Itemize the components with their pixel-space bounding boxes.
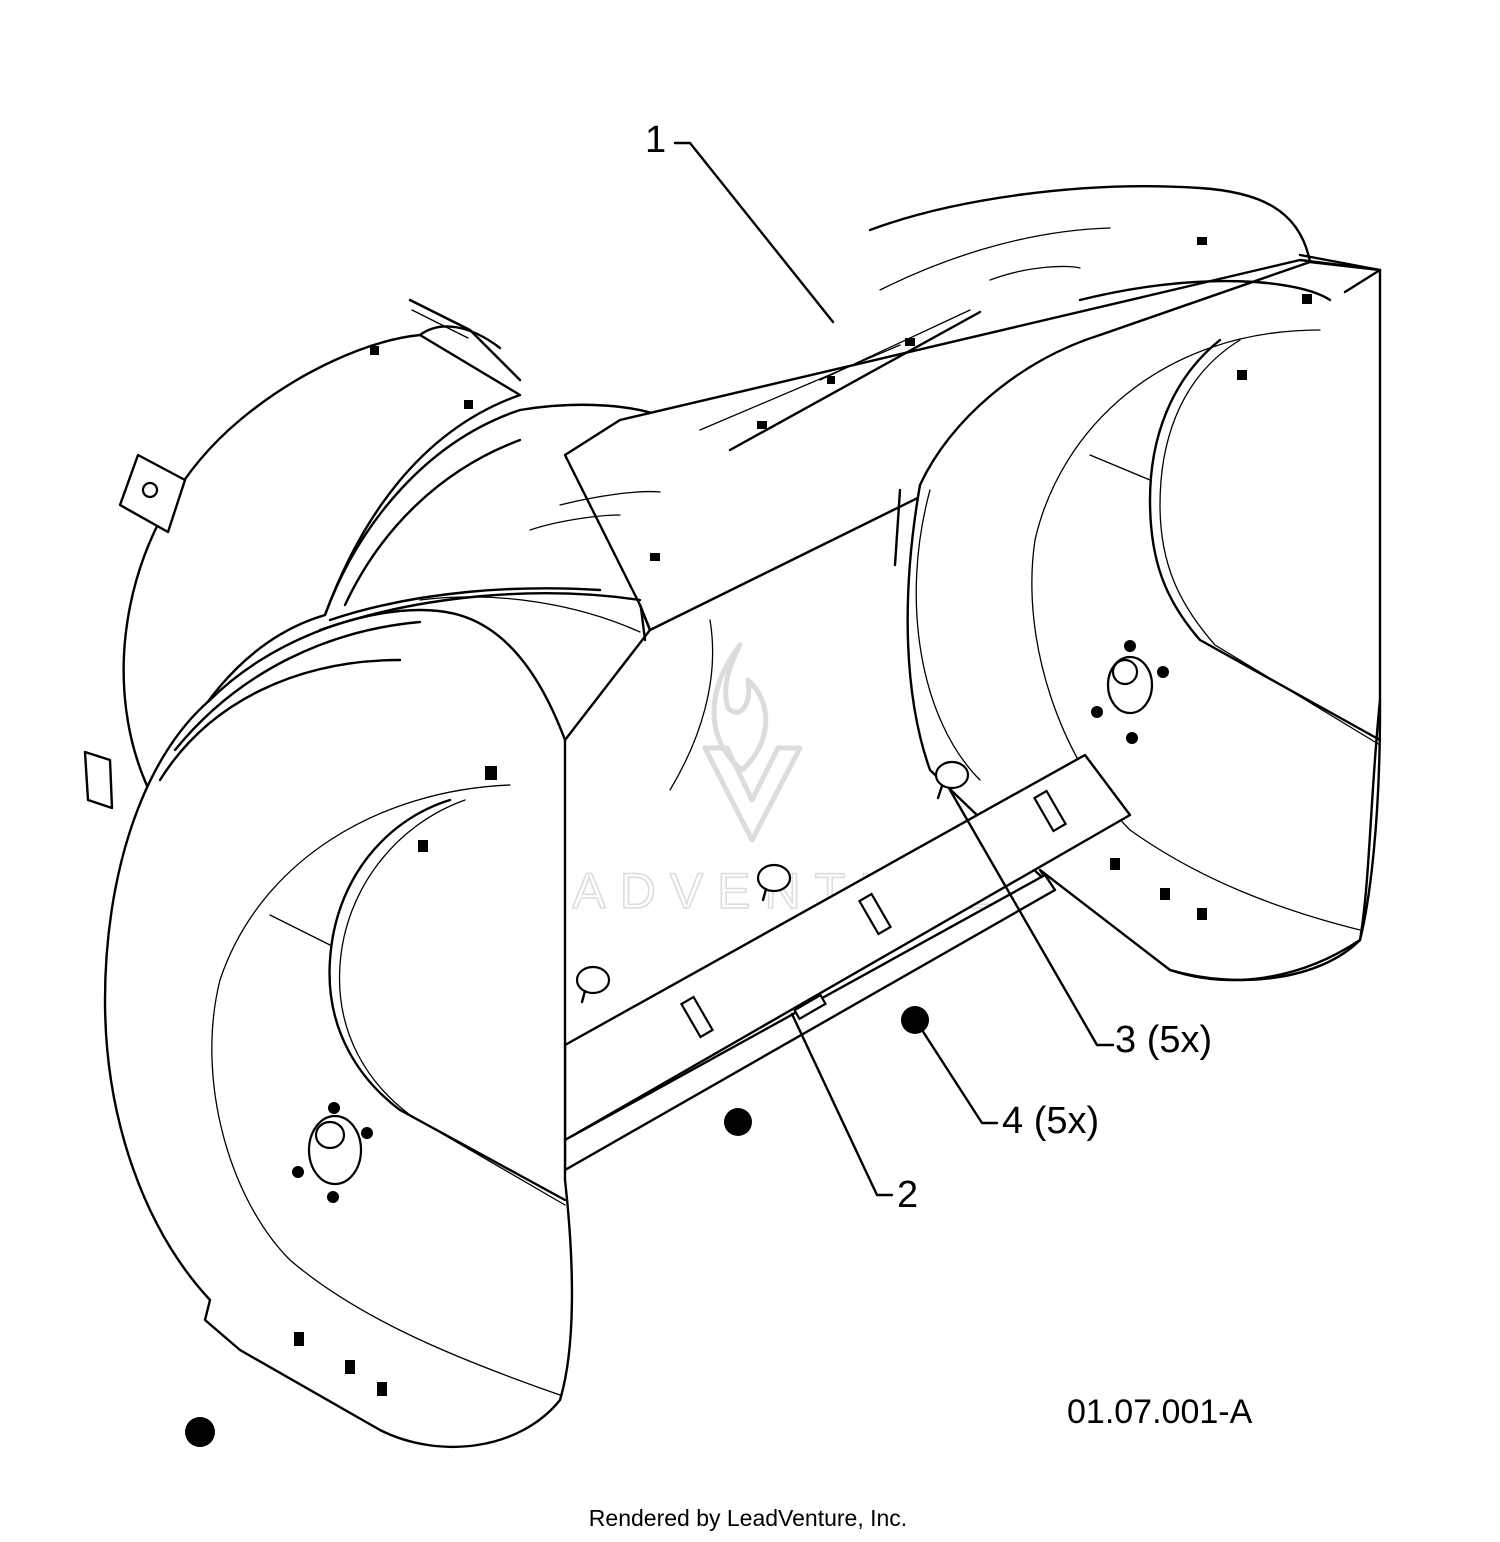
- nut: [724, 1108, 752, 1136]
- leader-3: [948, 788, 1115, 1047]
- nut: [901, 1006, 929, 1034]
- front-housing: [103, 587, 652, 1448]
- figure-reference: 01.07.001-A: [1067, 1393, 1253, 1431]
- callout-1: 1: [645, 119, 666, 161]
- callout-4: 4 (5x): [1002, 1100, 1099, 1142]
- scraper-plate: [563, 753, 1132, 1172]
- nut: [185, 1417, 215, 1447]
- callout-3: 3 (5x): [1115, 1019, 1212, 1061]
- watermark-v-icon: [702, 745, 803, 843]
- rear-drum: [83, 298, 714, 810]
- leader-2: [790, 1012, 894, 1197]
- credit-line: Rendered by LeadVenture, Inc.: [589, 1505, 907, 1531]
- watermark-flame-icon: [711, 642, 769, 773]
- callout-2: 2: [897, 1174, 918, 1216]
- leader-4: [920, 1028, 999, 1125]
- nuts: [185, 1006, 929, 1447]
- leader-1: [673, 141, 835, 324]
- leader-lines: [673, 141, 1115, 1197]
